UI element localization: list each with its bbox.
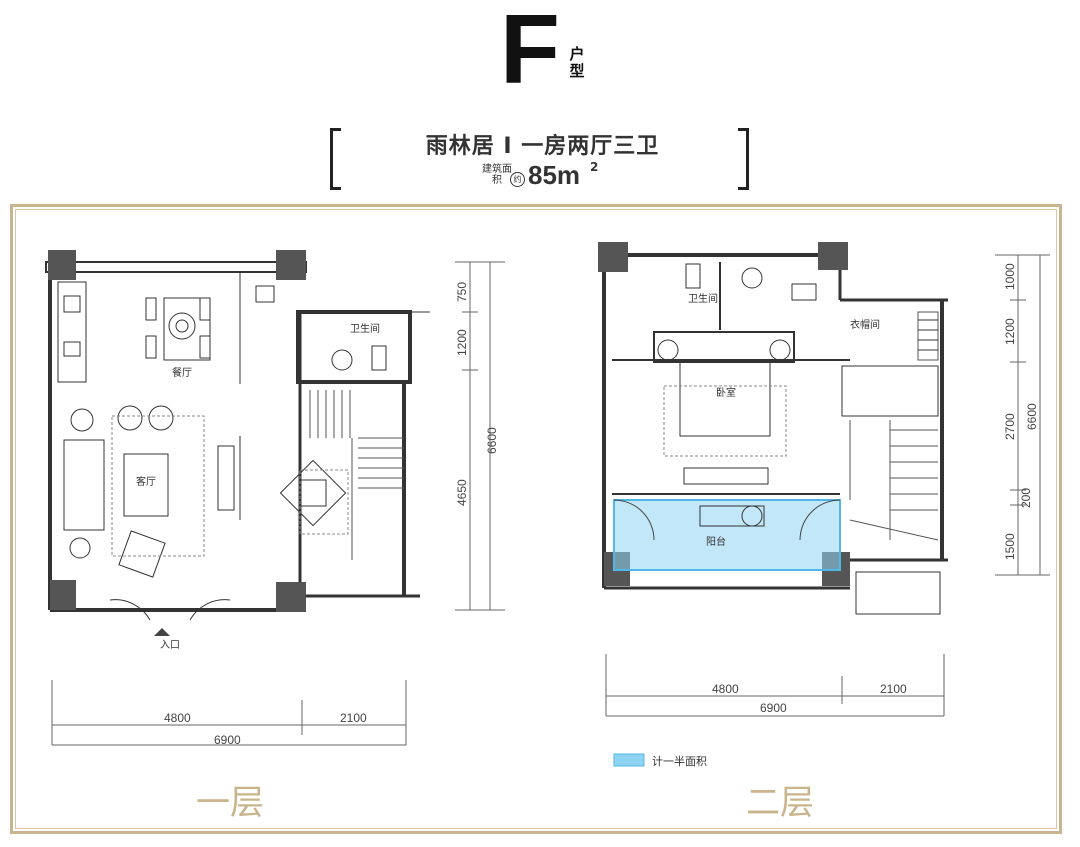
room-label-balcony: 阳台 xyxy=(706,535,726,548)
dim-f1-bottom-2: 6900 xyxy=(214,733,241,747)
floor1-plan xyxy=(45,250,430,636)
floor2-dimensions xyxy=(605,254,1050,717)
floor1-dimensions xyxy=(51,261,505,746)
room-label-closet: 衣帽间 xyxy=(850,318,880,331)
area-unit-superscript: 2 xyxy=(590,160,599,174)
dim-f2-bottom-0: 4800 xyxy=(712,682,739,696)
column xyxy=(48,250,76,280)
legend-swatch xyxy=(613,753,645,767)
room-label-dining: 餐厅 xyxy=(172,366,192,379)
floor1-title: 一层 xyxy=(196,783,264,823)
dim-f1-right-2: 4650 xyxy=(455,479,469,506)
unit-subtitle: 雨林居 I 一房两厅三卫 xyxy=(425,134,660,159)
area-value: 85m xyxy=(528,160,581,190)
dim-f2-right-2: 2700 xyxy=(1003,413,1017,440)
room-label-living: 客厅 xyxy=(136,475,156,488)
dim-f1-bottom-0: 4800 xyxy=(164,711,191,725)
dim-f2-right-1: 1200 xyxy=(1003,318,1017,345)
bracket-right xyxy=(738,128,749,190)
dim-f2-bottom-1: 2100 xyxy=(880,682,907,696)
bracket-left xyxy=(330,128,341,190)
floor2-title: 二层 xyxy=(746,783,814,823)
floor2-plan xyxy=(598,242,948,615)
room-label-bathroom-f2: 卫生间 xyxy=(688,292,718,305)
column xyxy=(276,250,306,280)
unit-type-suffix: 户型 xyxy=(569,45,585,80)
plan-frame xyxy=(10,204,1062,834)
area-label: 建筑面积 xyxy=(482,164,512,186)
dim-f2-right-3: 200 xyxy=(1019,488,1033,508)
room-label-entrance: 入口 xyxy=(160,640,180,651)
dim-f2-right-5: 6600 xyxy=(1025,403,1039,430)
dim-f2-right-4: 1500 xyxy=(1003,533,1017,560)
unit-type-letter: F xyxy=(500,0,560,104)
dim-f1-right-1: 1200 xyxy=(455,329,469,356)
dim-f1-right-3: 6600 xyxy=(485,427,499,454)
column xyxy=(276,582,306,612)
dim-f2-right-0: 1000 xyxy=(1003,263,1017,290)
legend-label: 计一半面积 xyxy=(652,754,707,768)
balcony-half-area xyxy=(613,499,841,571)
room-label-bedroom: 卧室 xyxy=(716,386,736,399)
dim-f2-bottom-2: 6900 xyxy=(760,701,787,715)
column xyxy=(50,580,76,610)
plan-frame-inner xyxy=(15,209,1057,829)
dim-f1-right-0: 750 xyxy=(455,282,469,302)
area-approx-badge: 约 xyxy=(510,172,525,187)
room-label-bathroom-f1: 卫生间 xyxy=(350,322,380,335)
dim-f1-bottom-1: 2100 xyxy=(340,711,367,725)
